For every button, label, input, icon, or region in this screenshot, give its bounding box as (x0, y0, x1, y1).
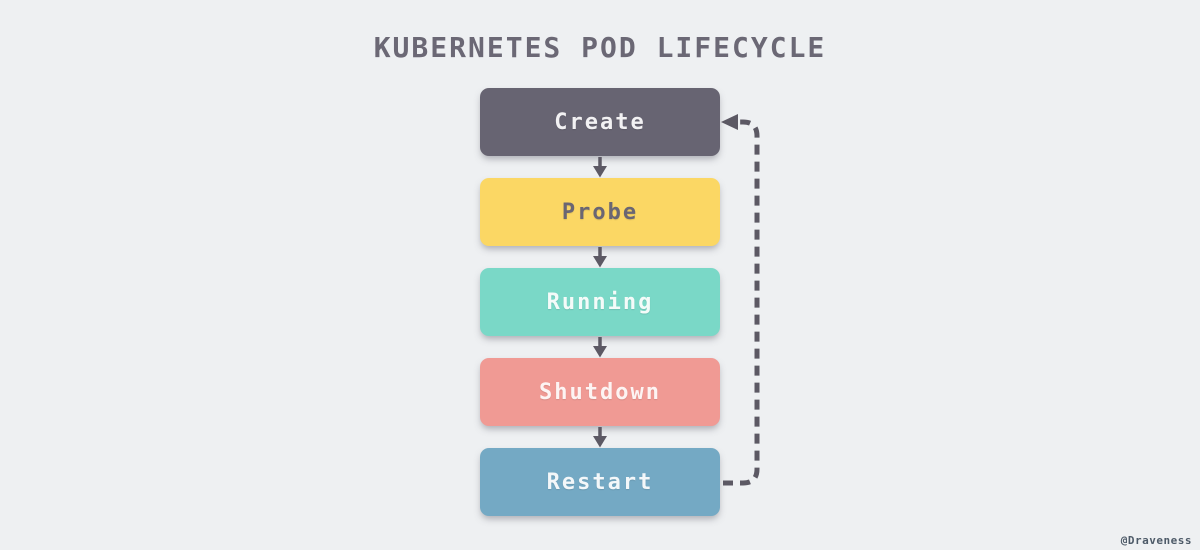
arrow-running-to-shutdown (593, 337, 607, 358)
node-create: Create (480, 88, 720, 156)
node-restart-label: Restart (546, 469, 654, 495)
node-shutdown-label: Shutdown (539, 379, 661, 405)
node-running-label: Running (546, 289, 654, 315)
node-restart: Restart (480, 448, 720, 516)
node-create-label: Create (554, 109, 646, 135)
node-running: Running (480, 268, 720, 336)
node-probe-label: Probe (561, 199, 639, 225)
diagram-title: KUBERNETES POD LIFECYCLE (373, 31, 827, 64)
watermark: @Draveness (1120, 534, 1192, 547)
node-probe: Probe (480, 178, 720, 246)
arrow-create-to-probe (593, 157, 607, 178)
arrow-restart-to-create-dashed (721, 114, 760, 486)
arrow-probe-to-running (593, 247, 607, 268)
arrow-shutdown-to-restart (593, 427, 607, 448)
node-shutdown: Shutdown (480, 358, 720, 426)
